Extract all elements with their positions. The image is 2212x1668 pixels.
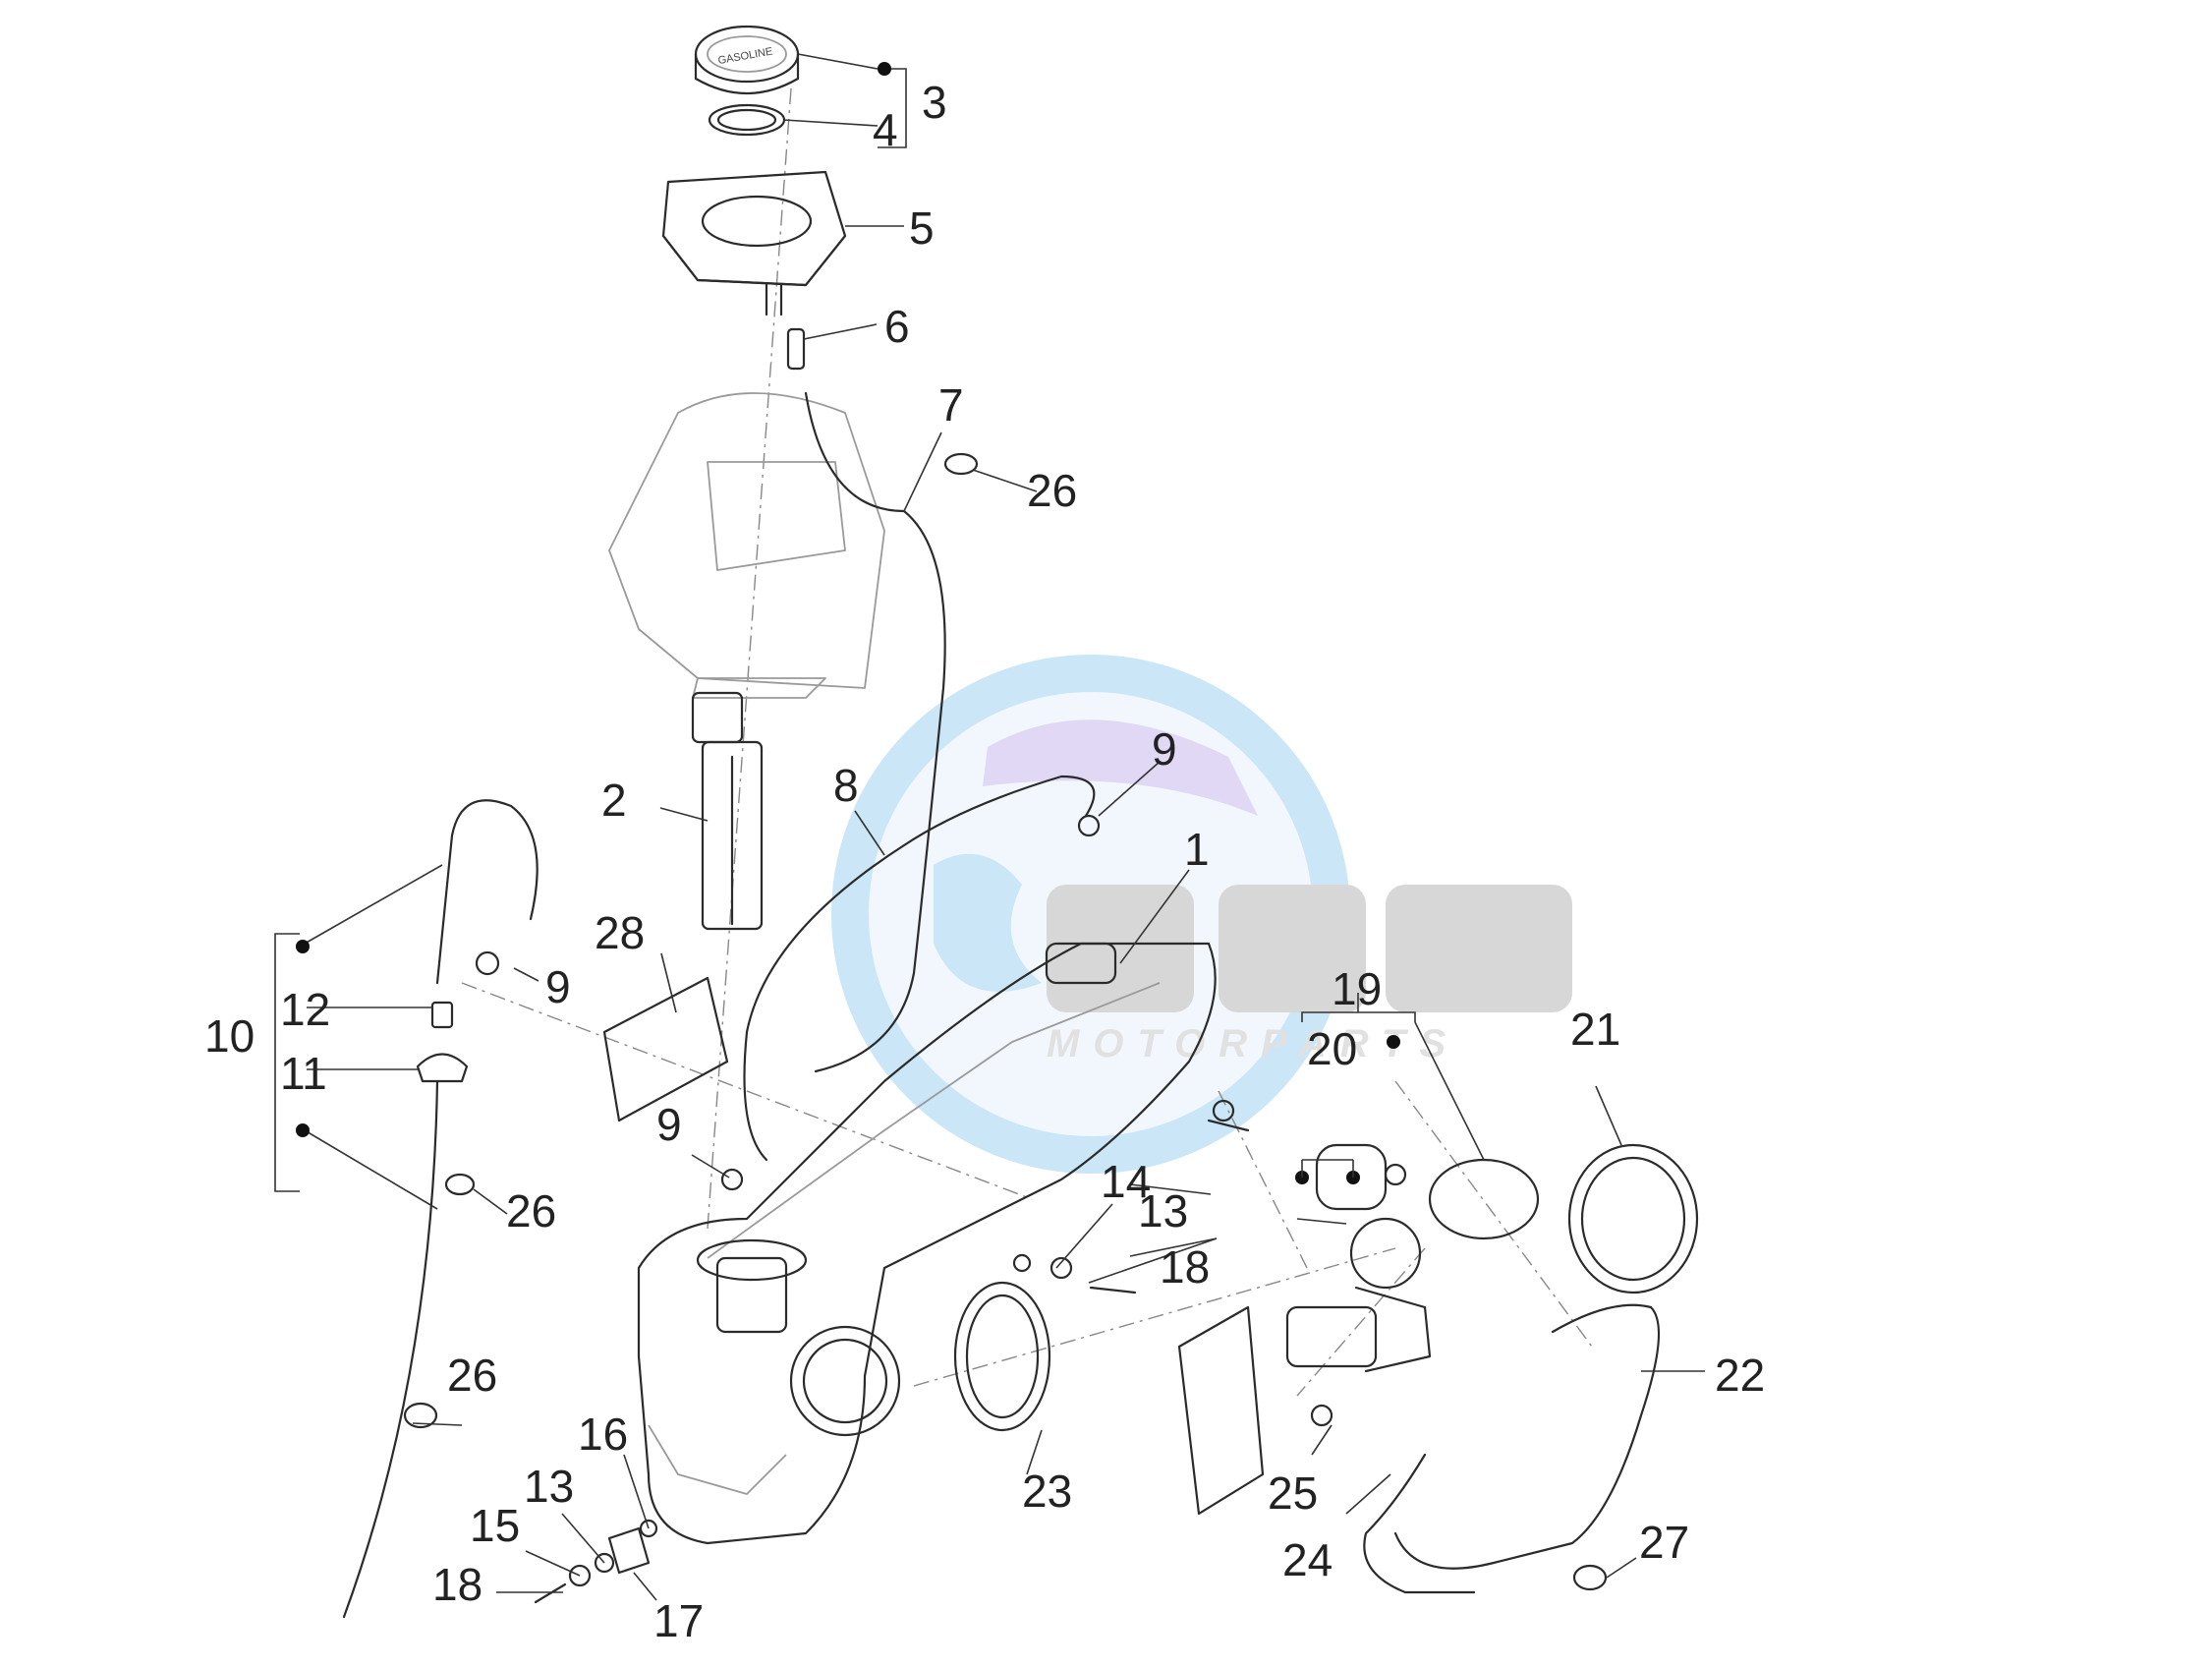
callout-8: 8 [833, 760, 859, 811]
watermark-subtitle: MOTORPARTS [1047, 1022, 1459, 1065]
warning-label-sheet [602, 976, 729, 1122]
callout-12: 12 [280, 984, 330, 1035]
callout-5: 5 [909, 202, 935, 254]
fuel-pump-assembly [1285, 1158, 1540, 1373]
screw-25 [1310, 1404, 1333, 1427]
vent-hose [804, 391, 946, 1073]
lock-ring [1567, 1143, 1699, 1294]
cap-seal-ring [708, 103, 786, 137]
callout-9-lower: 9 [656, 1099, 682, 1150]
callout-11: 11 [280, 1048, 327, 1099]
watermark-letters [1047, 885, 1572, 1012]
pump-gasket-sheet [1177, 1305, 1265, 1516]
callout-13-lower: 13 [524, 1461, 574, 1512]
callout-15: 15 [470, 1500, 520, 1551]
callout-26-top: 26 [1027, 465, 1077, 516]
bracket-17 [607, 1526, 651, 1575]
drain-hose-assembly [342, 799, 539, 1619]
clamp-27 [1572, 1564, 1608, 1591]
bolt-upper [1207, 1119, 1250, 1132]
leader-lines [274, 53, 1705, 1601]
fuel-cap: GASOLINE [694, 25, 800, 94]
callout-2: 2 [601, 775, 627, 826]
bolt-bottom-left [534, 1582, 567, 1604]
fuel-level-sensor [691, 691, 764, 931]
callout-18-upper: 18 [1160, 1241, 1210, 1293]
callout-26-mid: 26 [506, 1185, 556, 1237]
hose-clip-a [1077, 814, 1101, 837]
bolt-lower [1089, 1286, 1137, 1294]
breather-hose [743, 775, 1096, 1162]
callout-21: 21 [1570, 1004, 1620, 1055]
callout-14: 14 [1101, 1156, 1151, 1207]
callout-16: 16 [578, 1409, 628, 1460]
callout-22: 22 [1715, 1350, 1765, 1401]
callout-7: 7 [938, 379, 964, 431]
callout-1: 1 [1184, 824, 1210, 875]
callout-10: 10 [204, 1010, 255, 1062]
callout-6: 6 [884, 301, 910, 352]
watermark-logo: MOTORPARTS [831, 655, 1572, 1174]
callout-25: 25 [1268, 1467, 1318, 1519]
callout-26-low: 26 [447, 1350, 497, 1401]
callout-19: 19 [1332, 963, 1382, 1014]
washer-set [568, 1099, 1235, 1587]
callout-13-upper: 13 [1138, 1185, 1188, 1237]
tank-shroud [608, 392, 885, 699]
fuel-tank [637, 942, 1217, 1545]
fuel-filter [1315, 1143, 1407, 1211]
hose-clamp-top [943, 452, 979, 476]
callout-3: 3 [922, 77, 947, 128]
callout-9-left: 9 [545, 961, 571, 1012]
callout-9-upper: 9 [1152, 723, 1177, 775]
pump-wiring-harness [1363, 1453, 1476, 1594]
hose-clip-b [475, 950, 500, 976]
callout-numbers: 1 2 3 4 5 6 7 8 9 9 9 10 11 12 13 13 14 … [204, 77, 1765, 1646]
pump-mount-ring [953, 1281, 1051, 1432]
callout-27: 27 [1639, 1517, 1689, 1568]
hose-connector [786, 327, 806, 371]
hose-clamp-left [444, 1173, 476, 1196]
grommet-16 [639, 1519, 658, 1538]
callout-23: 23 [1022, 1466, 1072, 1517]
callout-17: 17 [653, 1595, 704, 1646]
filler-housing [661, 170, 847, 316]
callout-28: 28 [595, 907, 645, 958]
fuel-delivery-line [1393, 1303, 1661, 1570]
callout-18-lower: 18 [432, 1559, 482, 1610]
hose-clip-c [720, 1168, 744, 1191]
callout-20: 20 [1307, 1023, 1357, 1074]
cap-label-text: GASOLINE [717, 46, 773, 68]
callout-4: 4 [873, 104, 898, 155]
callout-24: 24 [1282, 1534, 1333, 1585]
hose-clamp-lower [403, 1402, 438, 1429]
